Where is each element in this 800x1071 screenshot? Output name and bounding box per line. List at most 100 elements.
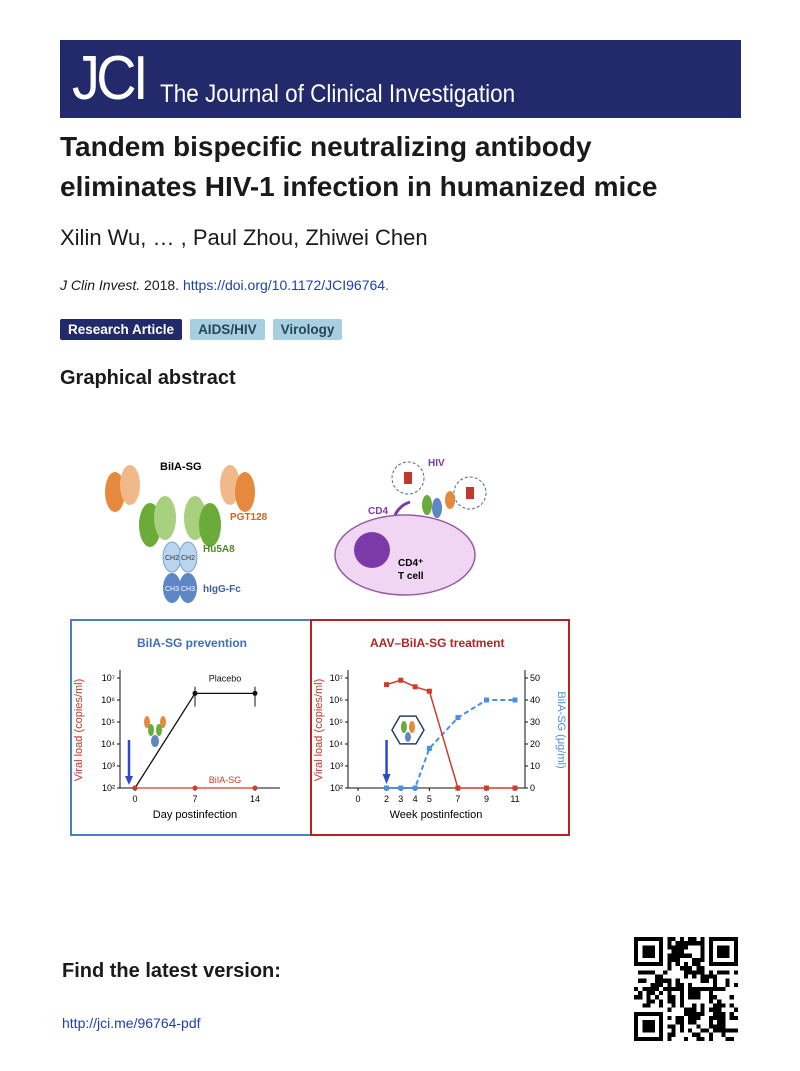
treat-viral-point [412, 684, 418, 690]
prev-y-tick-label: 10³ [102, 761, 115, 771]
find-latest-version: Find the latest version: [62, 960, 281, 982]
prev-x-tick-label: 7 [192, 794, 197, 804]
treat-x-tick-label: 5 [427, 794, 432, 804]
prev-arrow-head [125, 776, 133, 785]
title-line-2: eliminates HIV-1 infection in humanized … [60, 171, 658, 202]
journal-abbrev: J Clin Invest. [60, 277, 141, 293]
treat-antibody-point [412, 785, 418, 791]
ch3-label-right: CH3 [181, 586, 195, 593]
prevention-panel [70, 619, 312, 836]
graphical-abstract: BiIA-SG CH2 CH2 CH3 CH3 PGT128 Hu5A8 hIg… [70, 458, 570, 836]
hu5a8-label: Hu5A8 [203, 544, 235, 555]
treat-y-tick-label: 10⁶ [329, 695, 343, 705]
journal-name: The Journal of Clinical Investigation [160, 80, 516, 108]
prevention-chart: Viral load (copies/ml) Day postinfection… [73, 670, 280, 821]
prevention-title: BiIA-SG prevention [137, 636, 247, 650]
treat-y-right-tick-label: 30 [530, 717, 540, 727]
prev-x-tick-label: 0 [132, 794, 137, 804]
treat-antibody-point [483, 697, 489, 703]
hiv-core-left [404, 472, 412, 484]
treat-x-tick-label: 3 [398, 794, 403, 804]
hiv-core-right [466, 487, 474, 499]
prev-y-tick-label: 10⁴ [101, 739, 115, 749]
treat-viral-point [455, 785, 461, 791]
treat-viral-point [512, 785, 518, 791]
citation: J Clin Invest. 2018. https://doi.org/10.… [60, 277, 389, 293]
treatment-chart: Viral load (copies/ml) BiIA-SG (μg/ml) W… [313, 670, 567, 821]
treat-y-tick-label: 10² [330, 783, 343, 793]
ch2-label-left: CH2 [165, 555, 179, 562]
treat-viral-point [384, 682, 390, 688]
fc-label: hIgG-Fc [203, 584, 241, 595]
treat-y-label: Viral load (copies/ml) [313, 679, 325, 782]
cell-label-2: T cell [398, 571, 424, 582]
bound-antibody-c [445, 491, 455, 509]
aav-antibody-fc [404, 732, 411, 742]
treat-viral-point [483, 785, 489, 791]
treat-y-right-tick-label: 50 [530, 673, 540, 683]
vh-left-inner [120, 465, 140, 505]
year: 2018. [144, 277, 180, 293]
treat-y-tick-label: 10³ [330, 761, 343, 771]
mini-antibody-arm [148, 724, 154, 736]
prev-series-label: Placebo [209, 673, 242, 683]
cell-schematic: CD4⁺ T cell HIV CD4 [334, 458, 487, 596]
hu5a8-left-inner [154, 496, 176, 540]
treatment-title: AAV–BiIA-SG treatment [370, 636, 504, 650]
mini-antibody-arm [160, 716, 166, 728]
treat-y-label-right: BiIA-SG (μg/ml) [555, 691, 567, 768]
bound-antibody-b [432, 498, 442, 518]
tag-aids-hiv[interactable]: AIDS/HIV [190, 319, 265, 340]
treat-antibody-point [426, 745, 432, 751]
qr-code[interactable] [634, 937, 738, 1041]
antibody-title: BiIA-SG [160, 461, 202, 473]
bound-antibody-a [422, 495, 432, 515]
treat-arrow-head [382, 774, 391, 784]
prev-data-point [192, 785, 198, 791]
prev-x-label: Day postinfection [153, 809, 237, 821]
prev-y-label: Viral load (copies/ml) [73, 679, 85, 782]
treat-x-tick-label: 0 [355, 794, 360, 804]
cell-nucleus [354, 532, 390, 568]
doi-link[interactable]: https://doi.org/10.1172/JCI96764. [182, 277, 389, 293]
category-tags: Research Article AIDS/HIV Virology [60, 319, 343, 340]
treat-x-tick-label: 7 [455, 794, 460, 804]
prev-y-tick-label: 10² [102, 783, 115, 793]
treat-y-right-tick-label: 0 [530, 783, 535, 793]
vh-right-inner [220, 465, 240, 505]
author-list: Xilin Wu, … , Paul Zhou, Zhiwei Chen [60, 225, 428, 250]
prev-data-point [252, 785, 258, 791]
tag-research-article[interactable]: Research Article [60, 319, 183, 340]
treat-y-right-tick-label: 10 [530, 761, 540, 771]
treat-y-tick-label: 10⁷ [330, 673, 343, 683]
prev-data-point [132, 785, 138, 791]
cd4-receptor [393, 500, 411, 516]
prev-x-tick-label: 14 [250, 794, 260, 804]
pgt128-label: PGT128 [230, 512, 268, 523]
treat-x-tick-label: 11 [510, 794, 519, 804]
aav-antibody-arm-left [400, 721, 407, 733]
treat-antibody-point [455, 715, 461, 721]
treat-antibody-point [398, 785, 404, 791]
treat-y-right-tick-label: 20 [530, 739, 540, 749]
treat-antibody-point [384, 785, 390, 791]
ch3-left [163, 573, 181, 603]
mini-antibody-arm [156, 724, 162, 736]
treat-antibody-point [512, 697, 518, 703]
prev-y-tick-label: 10⁵ [101, 717, 115, 727]
prev-y-tick-label: 10⁶ [101, 695, 115, 705]
journal-logo: JCI [72, 44, 148, 113]
article-title: Tandem bispecific neutralizing antibody … [60, 127, 750, 207]
mini-antibody-fc [151, 735, 159, 747]
ch2-right [178, 541, 198, 573]
treat-x-tick-label: 9 [484, 794, 489, 804]
tag-virology[interactable]: Virology [272, 319, 343, 340]
treat-y-right-tick-label: 40 [530, 695, 540, 705]
ch3-right [179, 573, 197, 603]
prev-y-tick-label: 10⁷ [102, 673, 115, 683]
pdf-link[interactable]: http://jci.me/96764-pdf [62, 1015, 201, 1031]
treat-viral-point [398, 677, 404, 683]
treat-y-tick-label: 10⁵ [329, 717, 343, 727]
mini-antibody-arm [144, 716, 150, 728]
treat-x-tick-label: 4 [413, 794, 418, 804]
